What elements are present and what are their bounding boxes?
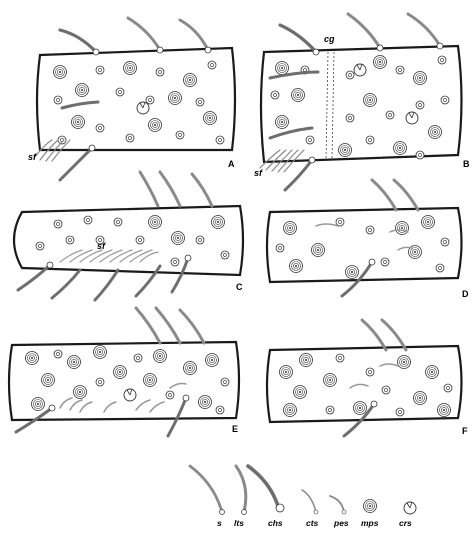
panel-a: sf A [28, 18, 235, 180]
annotation-sf: sf [254, 168, 263, 178]
segment-outline [37, 48, 235, 150]
annotation-cg: cg [324, 34, 335, 44]
small-seta-icon [190, 466, 225, 515]
pegged-seta-icon [330, 496, 346, 514]
chaetica-seta-icon [248, 466, 284, 512]
panel-b: cg sf B [254, 14, 470, 190]
panel-label-e: E [232, 424, 238, 434]
legend-label-pes: pes [333, 518, 349, 528]
panel-label-d: D [462, 289, 469, 299]
panel-d: D [267, 180, 469, 299]
legend-label-cts: cts [306, 518, 319, 528]
panel-f: F [267, 320, 468, 436]
legend-label-chs: chs [268, 518, 283, 528]
panel-label-a: A [228, 159, 235, 169]
legend-label-lts: lts [234, 518, 244, 528]
curved-thin-seta-icon [302, 490, 318, 514]
annotation-sf: sf [97, 241, 106, 251]
campaniform-sensillum-icon [404, 502, 416, 514]
panel-label-f: F [462, 426, 468, 436]
multiporous-sensillum-icon [364, 500, 377, 513]
legend: s lts chs cts pes mps crs [190, 466, 416, 528]
panel-e: E [9, 308, 239, 436]
annotation-sf: sf [28, 152, 37, 162]
legend-label-s: s [217, 518, 222, 528]
panel-c: sf C [14, 172, 243, 300]
legend-label-crs: crs [399, 518, 412, 528]
long-thin-seta-icon [236, 466, 247, 515]
segment-outline [261, 46, 462, 162]
panel-label-c: C [236, 282, 243, 292]
panel-label-b: B [463, 159, 470, 169]
legend-label-mps: mps [361, 518, 379, 528]
